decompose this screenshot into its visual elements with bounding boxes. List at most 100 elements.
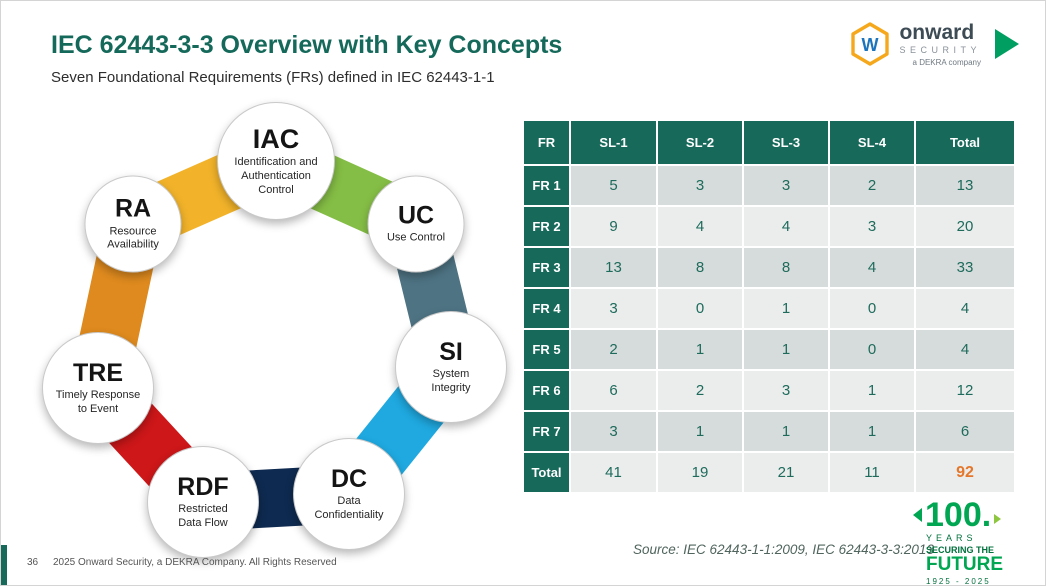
table-cell: 0 [830,330,914,369]
node-abbr: RDF [177,472,229,501]
page-subtitle: Seven Foundational Requirements (FRs) de… [51,69,495,86]
node-abbr: TRE [73,358,123,387]
table-cell: 6 [916,412,1014,451]
table-cell: 4 [916,289,1014,328]
page-number: 36 [27,557,39,568]
logo-monogram: W [862,35,879,55]
diagram-node-dc: DC Data Confidentiality [293,438,405,550]
table-cell: 0 [830,289,914,328]
edge-accent-bar [1,545,7,585]
row-header-fr7: FR 7 [524,412,569,451]
node-abbr: UC [397,201,435,230]
grand-total-cell: 92 [916,453,1014,492]
row-header-fr1: FR 1 [524,166,569,205]
table-cell: 3 [571,412,656,451]
hundred-years-number: 100. [925,496,992,534]
table-cell-total: 41 [571,453,656,492]
years-label: YEARS [926,533,977,543]
diagram-node-tre: TRE Timely Response to Event [42,332,154,444]
node-label: Resource Availability [107,225,159,251]
fr-sl-table: FR SL-1 SL-2 SL-3 SL-4 Total FR 1 5 3 3 … [524,121,1014,492]
source-citation: Source: IEC 62443-1-1:2009, IEC 62443-3-… [633,542,934,557]
dates-label: 1925 - 2025 [926,576,991,586]
node-label: Use Control [386,231,446,244]
table-cell: 13 [916,166,1014,205]
table-cell-total: 19 [658,453,742,492]
table-cell: 12 [916,371,1014,410]
brand-block: W onward SECURITY a DEKRA company [849,21,1021,67]
table-cell: 3 [571,289,656,328]
table-cell: 0 [658,289,742,328]
hundred-years-number-row: 100. [913,498,1023,532]
chevron-left-icon [913,508,922,522]
table-cell: 3 [830,207,914,246]
onward-security-logo: W onward SECURITY a DEKRA company [849,21,981,67]
node-abbr: RA [114,194,152,223]
logo-name: onward [899,20,975,44]
table-cell: 3 [658,166,742,205]
node-label: Restricted Data Flow [178,503,228,529]
diagram-node-si: SI System Integrity [395,311,507,423]
col-header-fr: FR [524,121,569,164]
node-abbr: SI [439,337,463,366]
table-cell: 1 [744,412,828,451]
diagram-node-uc: UC Use Control [367,175,465,273]
table-cell: 8 [658,248,742,287]
arrow-right-icon [994,514,1002,524]
row-header-total: Total [524,453,569,492]
node-label: Identification and Authentication Contro… [234,156,318,196]
table-cell: 4 [916,330,1014,369]
table-cell: 1 [744,330,828,369]
node-label: Timely Response to Event [55,389,141,415]
fr-heptagon-diagram: IAC Identification and Authentication Co… [31,101,521,571]
table-cell: 9 [571,207,656,246]
node-abbr: DC [330,464,368,493]
green-arrow-icon [995,29,1019,59]
table-cell: 3 [744,166,828,205]
table-cell: 4 [830,248,914,287]
copyright-text: 2025 Onward Security, a DEKRA Company. A… [53,557,337,568]
table-cell: 4 [744,207,828,246]
table-cell: 2 [658,371,742,410]
row-header-fr2: FR 2 [524,207,569,246]
diagram-node-iac: IAC Identification and Authentication Co… [217,102,335,220]
row-header-fr5: FR 5 [524,330,569,369]
table-cell: 13 [571,248,656,287]
logo-security-label: SECURITY [899,44,981,55]
col-header-sl4: SL-4 [830,121,914,164]
table-cell: 33 [916,248,1014,287]
table-cell: 1 [830,371,914,410]
table-cell: 1 [658,330,742,369]
table-cell-total: 11 [830,453,914,492]
table-cell: 1 [744,289,828,328]
hundred-years-logo: 100. YEARS SECURING THE FUTURE 1925 - 20… [913,498,1023,586]
securing-label: SECURING THE [926,545,995,555]
diagram-node-rdf: RDF Restricted Data Flow [147,446,259,558]
table-cell: 8 [744,248,828,287]
col-header-sl3: SL-3 [744,121,828,164]
table-cell: 20 [916,207,1014,246]
table-cell: 3 [744,371,828,410]
future-label: FUTURE [926,554,1004,575]
hexagon-w-icon: W [851,22,890,66]
table-cell-total: 21 [744,453,828,492]
node-abbr: IAC [252,123,300,154]
row-header-fr4: FR 4 [524,289,569,328]
table-cell: 6 [571,371,656,410]
page-title: IEC 62443-3-3 Overview with Key Concepts [51,31,563,59]
col-header-sl1: SL-1 [571,121,656,164]
node-label: Data Confidentiality [314,495,384,521]
table-cell: 1 [830,412,914,451]
row-header-fr6: FR 6 [524,371,569,410]
col-header-total: Total [916,121,1014,164]
row-header-fr3: FR 3 [524,248,569,287]
table-cell: 5 [571,166,656,205]
table-cell: 2 [571,330,656,369]
table-cell: 1 [658,412,742,451]
col-header-sl2: SL-2 [658,121,742,164]
diagram-node-ra: RA Resource Availability [84,175,182,273]
logo-tagline: a DEKRA company [912,57,981,67]
logo-text: onward SECURITY a DEKRA company [899,22,981,67]
table-cell: 2 [830,166,914,205]
